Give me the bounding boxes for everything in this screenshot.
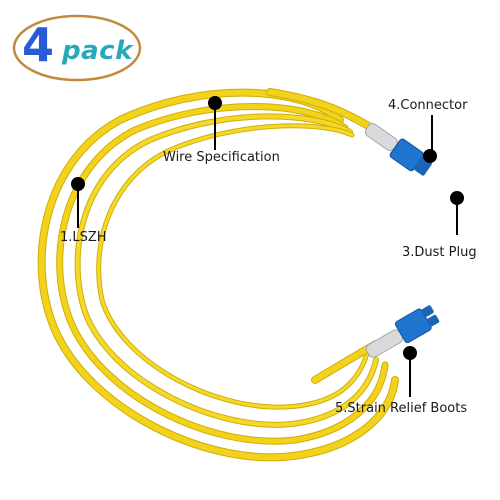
badge-number: 4 xyxy=(22,18,55,72)
leader-dot xyxy=(403,346,417,360)
leader-dot xyxy=(450,191,464,205)
connector-body-lower xyxy=(394,308,432,344)
leader-dot xyxy=(423,149,437,163)
leader-dot xyxy=(71,177,85,191)
callout-leaders xyxy=(71,96,464,397)
label-wire-specification: Wire Specification xyxy=(163,150,280,165)
leader-dot xyxy=(208,96,222,110)
label-connector: 4.Connector xyxy=(388,98,468,113)
cable-loop-inner xyxy=(96,123,371,410)
lc-duplex-connector-icon xyxy=(364,123,432,176)
label-strain-relief-boots: 5.Strain Relief Boots xyxy=(335,401,468,416)
label-dust-plug: 3.Dust Plug xyxy=(402,245,477,260)
label-lszh: 1.LSZH xyxy=(60,230,107,245)
pack-badge-outline xyxy=(12,14,142,82)
lc-duplex-connector-icon xyxy=(365,305,440,358)
strain-relief-boot-lower xyxy=(365,329,404,358)
badge-word: pack xyxy=(62,36,133,66)
